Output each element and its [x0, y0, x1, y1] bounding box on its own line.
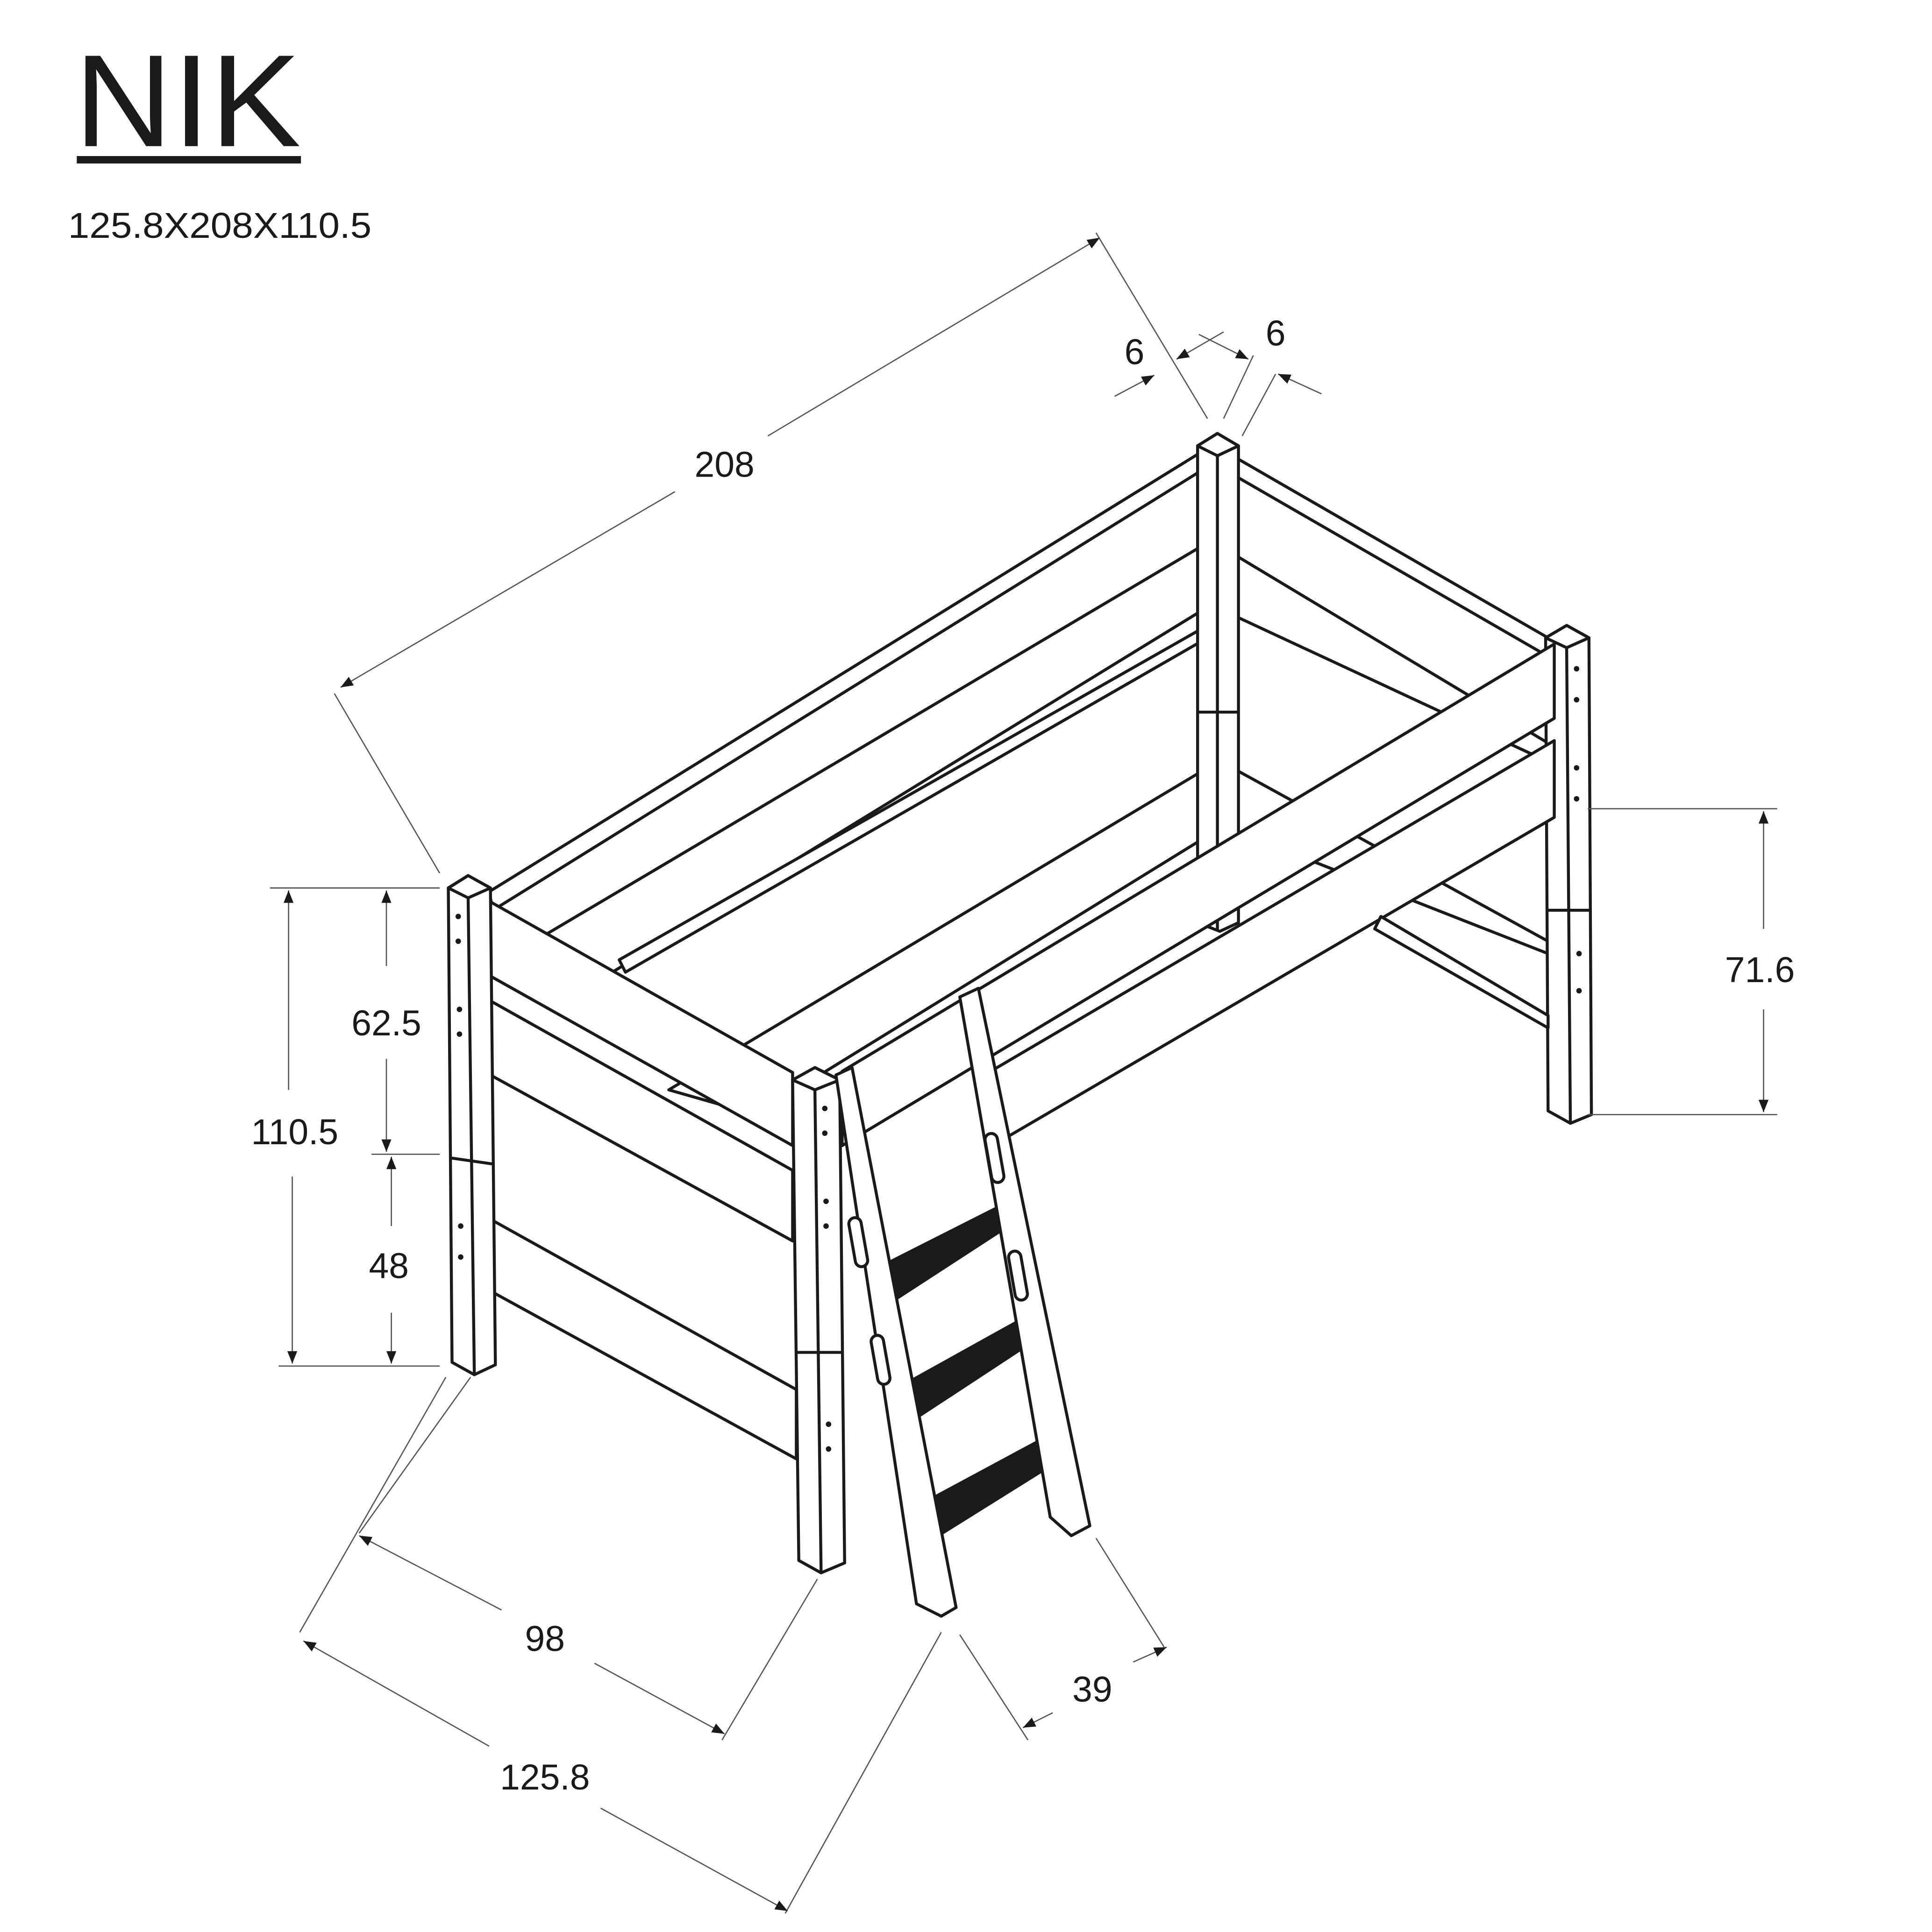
- dim-total-width-label: 125.8: [500, 1757, 590, 1797]
- front-end: [475, 892, 798, 1461]
- dim-lower-height-label: 48: [369, 1246, 409, 1286]
- product-title: NIK: [74, 28, 301, 174]
- front-right-post: [791, 1066, 846, 1575]
- dim-total-height-label: 110.5: [251, 1112, 339, 1152]
- front-long-side: [841, 642, 1556, 1148]
- dimension-lines: [270, 232, 1777, 1914]
- dim-ladder-depth-label: 39: [1072, 1669, 1112, 1710]
- title-underline: [77, 156, 301, 164]
- back-long-side: [487, 450, 1209, 1116]
- front-left-post: [447, 874, 497, 1376]
- dim-side-height-label: 71.6: [1725, 950, 1795, 990]
- dim-post-width-b-label: 6: [1266, 314, 1286, 354]
- ladder: [834, 987, 1091, 1618]
- dim-upper-height-label: 62.5: [351, 1003, 421, 1043]
- dim-length-label: 208: [695, 444, 755, 485]
- dim-post-width-a-label: 6: [1125, 332, 1145, 372]
- product-dimensions: 125.8X208X110.5: [68, 206, 371, 246]
- dim-inner-width-label: 98: [525, 1618, 565, 1659]
